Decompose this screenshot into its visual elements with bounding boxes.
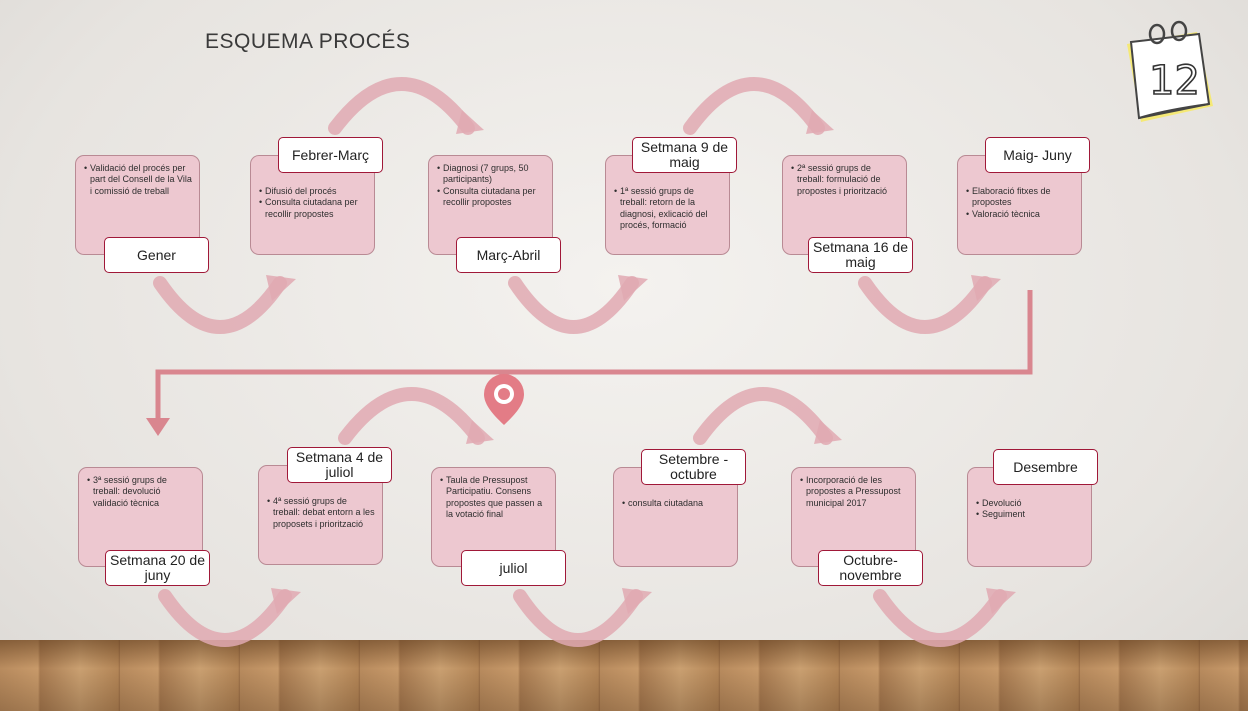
arrow-down-3-head: [971, 275, 1001, 301]
page-title: ESQUEMA PROCÉS: [205, 30, 411, 53]
step-item: Elaboració fitxes de propostes: [966, 186, 1075, 209]
arrow-down-5-head: [622, 588, 652, 614]
arrow-down-3: [858, 276, 992, 334]
step-item: Validació del procés per part del Consel…: [84, 163, 193, 197]
arrow-up-4: [693, 387, 833, 445]
step-items: 4ª sessió grups de treball: debat entorn…: [267, 496, 376, 530]
step-item: Incorporació de les propostes a Pressupo…: [800, 475, 909, 509]
step-items: DevolucióSeguiment: [976, 498, 1085, 521]
step-items: Difusió del procésConsulta ciutadana per…: [259, 186, 368, 220]
step-label-4: Setmana 9 de maig: [632, 137, 737, 173]
step-item: Consulta ciutadana per recollir proposte…: [259, 197, 368, 220]
step-item: Difusió del procés: [259, 186, 368, 198]
step-label-5: Setmana 16 de maig: [808, 237, 913, 273]
arrow-up-3-head: [466, 420, 494, 444]
step-label-7: Setmana 20 de juny: [105, 550, 210, 586]
arrow-up-3: [338, 387, 485, 445]
arrow-down-2-head: [618, 275, 648, 301]
step-items: Diagnosi (7 grups, 50 participants)Consu…: [437, 163, 546, 208]
arrow-down-2: [508, 276, 639, 334]
step-items: Taula de Pressupost Participatiu. Consen…: [440, 475, 549, 520]
step-item: 1ª sessió grups de treball: retorn de la…: [614, 186, 723, 231]
arrow-up-2: [683, 77, 825, 135]
step-item: Diagnosi (7 grups, 50 participants): [437, 163, 546, 186]
step-items: consulta ciutadana: [622, 498, 731, 510]
step-label-2: Febrer-Març: [278, 137, 383, 173]
step-label-1: Gener: [104, 237, 209, 273]
step-label-3: Març-Abril: [456, 237, 561, 273]
arrow-down-1-head: [266, 275, 296, 301]
arrow-down-6-head: [986, 588, 1016, 614]
step-items: 1ª sessió grups de treball: retorn de la…: [614, 186, 723, 231]
step-items: Validació del procés per part del Consel…: [84, 163, 193, 197]
arrow-down-4-head: [271, 588, 301, 614]
arrow-up-4-head: [814, 420, 842, 444]
arrow-down-4: [158, 589, 292, 647]
step-label-11: Octubre- novembre: [818, 550, 923, 586]
calendar-icon: 12: [1127, 20, 1213, 122]
step-items: Elaboració fitxes de propostesValoració …: [966, 186, 1075, 220]
step-item: Devolució: [976, 498, 1085, 510]
step-items: Incorporació de les propostes a Pressupo…: [800, 475, 909, 509]
step-items: 2ª sessió grups de treball: formulació d…: [791, 163, 900, 197]
step-item: 2ª sessió grups de treball: formulació d…: [791, 163, 900, 197]
location-pin-icon: [484, 374, 524, 425]
arrow-down-6: [873, 589, 1007, 647]
step-item: Consulta ciutadana per recollir proposte…: [437, 186, 546, 209]
arrow-up-1-head: [456, 110, 484, 134]
arrow-down-1: [153, 276, 287, 334]
step-item: consulta ciutadana: [622, 498, 731, 510]
step-label-9: juliol: [461, 550, 566, 586]
row-connector: [155, 290, 1033, 420]
arrow-up-1: [328, 77, 475, 135]
step-item: Valoració tècnica: [966, 209, 1075, 221]
wooden-floor: [0, 640, 1248, 711]
step-item: Taula de Pressupost Participatiu. Consen…: [440, 475, 549, 520]
calendar-number: 12: [1149, 58, 1200, 104]
step-item: Seguiment: [976, 509, 1085, 521]
arrow-up-2-head: [806, 110, 834, 134]
step-label-10: Setembre - octubre: [641, 449, 746, 485]
step-items: 3ª sessió grups de treball: devolució va…: [87, 475, 196, 509]
row-connector-head: [146, 418, 170, 436]
step-box-11: Incorporació de les propostes a Pressupo…: [791, 467, 916, 567]
step-label-8: Setmana 4 de juliol: [287, 447, 392, 483]
step-item: 4ª sessió grups de treball: debat entorn…: [267, 496, 376, 530]
step-label-12: Desembre: [993, 449, 1098, 485]
step-item: 3ª sessió grups de treball: devolució va…: [87, 475, 196, 509]
step-label-6: Maig- Juny: [985, 137, 1090, 173]
arrow-down-5: [513, 589, 643, 647]
